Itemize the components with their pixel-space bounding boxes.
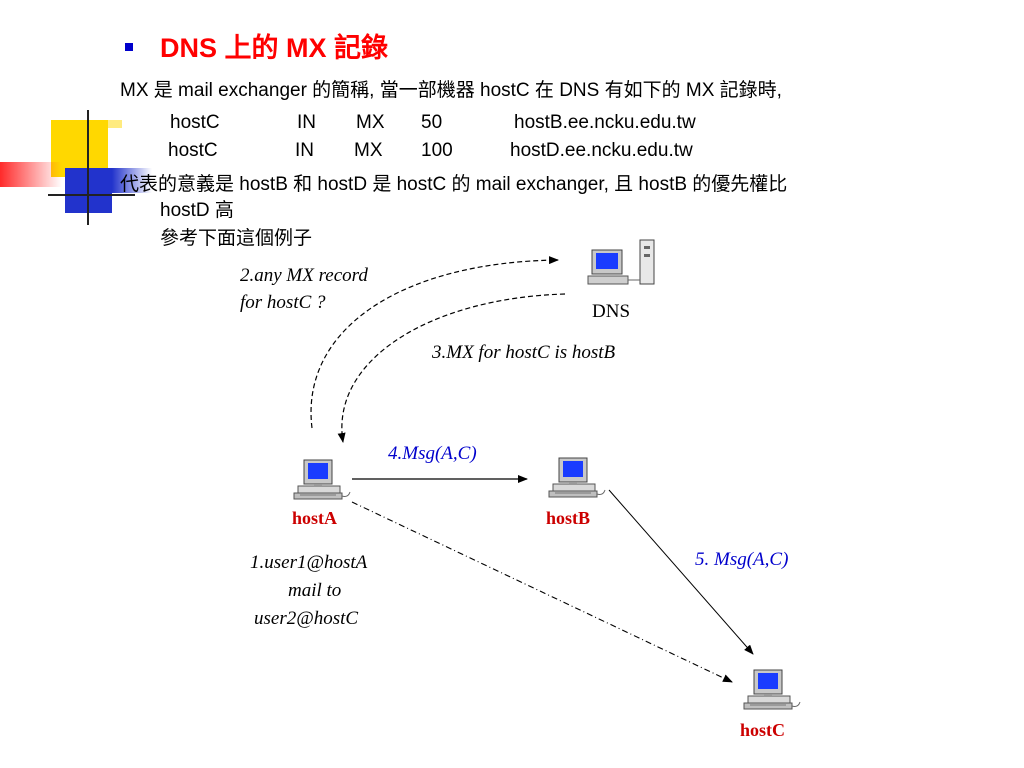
step1-label: 1.user1@hostA — [250, 552, 368, 573]
hostC-label: hostC — [740, 720, 785, 740]
slide-title: DNS 上的 MX 記錄 — [160, 32, 388, 63]
mx-host: hostC — [170, 112, 220, 133]
computer-icon — [548, 457, 606, 498]
computer-icon — [293, 459, 351, 500]
step5-label: 5. Msg(A,C) — [695, 549, 788, 570]
mx-target: hostB.ee.ncku.edu.tw — [514, 112, 696, 133]
mx-record-row-1: hostC IN MX 50 hostB.ee.ncku.edu.tw — [170, 112, 696, 133]
step2-label-cont: for hostC ? — [240, 292, 326, 313]
step3-label: 3.MX for hostC is hostB — [431, 342, 616, 363]
arrow-intended-a-to-c — [351, 501, 733, 683]
mx-class: IN — [297, 112, 316, 133]
mx-priority: 100 — [421, 140, 453, 161]
mx-priority: 50 — [421, 112, 442, 133]
hostA-label: hostA — [292, 508, 337, 528]
intro-line: MX 是 mail exchanger 的簡稱, 當一部機器 hostC 在 D… — [120, 79, 782, 101]
reference-line: 參考下面這個例子 — [160, 227, 312, 249]
mx-host: hostC — [168, 140, 218, 161]
arrow-query-to-dns — [310, 256, 559, 429]
hostB-label: hostB — [546, 508, 590, 528]
corner-decoration — [0, 110, 152, 225]
meaning-line-continued: hostD 高 — [160, 199, 234, 221]
square-bullet-icon — [125, 43, 133, 51]
mx-type: MX — [356, 112, 385, 133]
arrow-mx-reply — [337, 293, 566, 443]
computer-icon — [743, 669, 801, 710]
step1-label-cont2: user2@hostC — [254, 608, 358, 629]
meaning-line: 代表的意義是 hostB 和 hostD 是 hostC 的 mail exch… — [120, 173, 787, 195]
mx-type: MX — [354, 140, 383, 161]
step4-label: 4.Msg(A,C) — [388, 443, 477, 464]
dns-node-label: DNS — [592, 301, 630, 322]
mx-target: hostD.ee.ncku.edu.tw — [510, 140, 693, 161]
step2-label: 2.any MX record — [240, 265, 368, 286]
mx-record-row-2: hostC IN MX 100 hostD.ee.ncku.edu.tw — [168, 140, 693, 161]
arrow-msg-b-to-c — [608, 489, 754, 655]
mx-class: IN — [295, 140, 314, 161]
dns-server-icon — [587, 239, 655, 285]
step1-label-cont: mail to — [288, 580, 341, 601]
